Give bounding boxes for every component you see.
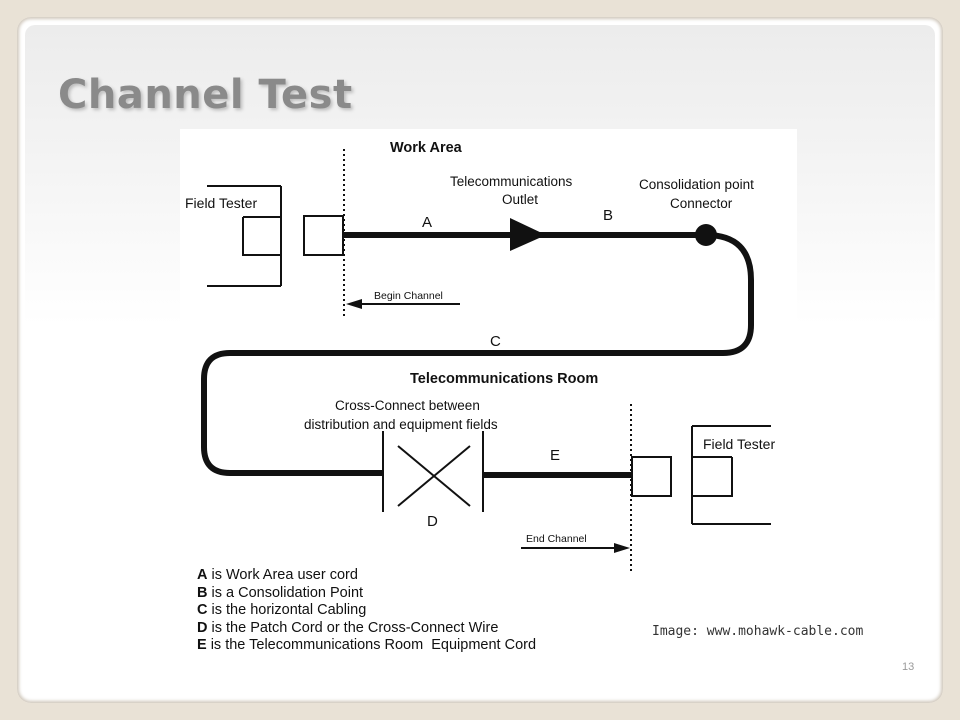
- diagram-svg: Work Area Telecommunications Outlet Cons…: [185, 140, 775, 574]
- consolidation-point-dot: [695, 224, 717, 246]
- legend-item: D is the Patch Cord or the Cross-Connect…: [197, 620, 536, 638]
- channel-test-diagram: Work Area Telecommunications Outlet Cons…: [180, 129, 797, 674]
- field-tester-right-label: Field Tester: [703, 436, 775, 452]
- legend-text: is a Consolidation Point: [207, 584, 364, 601]
- cross-connect-label-line2: distribution and equipment fields: [304, 417, 498, 432]
- legend-item: E is the Telecommunications Room Equipme…: [197, 637, 536, 655]
- legend-key: D: [197, 619, 208, 636]
- outlet-arrow: [510, 218, 546, 251]
- left-tester-connector: [303, 215, 344, 256]
- legend-text: is the Patch Cord or the Cross-Connect W…: [207, 619, 499, 636]
- label-c: C: [490, 333, 501, 350]
- legend-item: C is the horizontal Cabling: [197, 602, 536, 620]
- label-a: A: [422, 214, 432, 231]
- work-area-label: Work Area: [390, 140, 463, 156]
- right-tester-port: [691, 456, 733, 497]
- end-channel-arrowhead: [614, 543, 630, 553]
- page-number: 13: [902, 661, 915, 673]
- label-d: D: [427, 513, 438, 530]
- right-tester-connector: [631, 456, 672, 497]
- slide-title: Channel Test: [58, 72, 353, 118]
- diagram-legend: A is Work Area user cord B is a Consolid…: [197, 567, 536, 655]
- legend-key: C: [197, 602, 208, 619]
- legend-key: B: [197, 584, 208, 601]
- outlet-label-line2: Outlet: [502, 192, 538, 207]
- cable-path: [201, 232, 754, 476]
- image-credit: Image: www.mohawk-cable.com: [652, 624, 864, 639]
- field-tester-left-label: Field Tester: [185, 195, 257, 211]
- legend-key: E: [197, 637, 207, 654]
- begin-channel-label: Begin Channel: [374, 290, 443, 302]
- legend-item: B is a Consolidation Point: [197, 585, 536, 603]
- cross-connect-x: [397, 445, 471, 507]
- label-b: B: [603, 207, 613, 224]
- legend-text: is Work Area user cord: [207, 567, 358, 583]
- legend-text: is the Telecommunications Room Equipment…: [206, 637, 537, 654]
- begin-channel-arrowhead: [346, 299, 362, 309]
- label-e: E: [550, 447, 560, 464]
- cross-connect-label-line1: Cross-Connect between: [335, 398, 480, 413]
- end-channel-label: End Channel: [526, 533, 587, 545]
- telecom-room-label: Telecommunications Room: [410, 371, 598, 387]
- legend-key: A: [197, 567, 208, 583]
- consolidation-label-line1: Consolidation point: [639, 177, 754, 192]
- consolidation-label-line2: Connector: [670, 196, 733, 211]
- legend-item: A is Work Area user cord: [197, 567, 536, 585]
- legend-text: is the horizontal Cabling: [207, 602, 367, 619]
- outlet-label-line1: Telecommunications: [450, 174, 573, 189]
- left-tester-port: [242, 216, 282, 256]
